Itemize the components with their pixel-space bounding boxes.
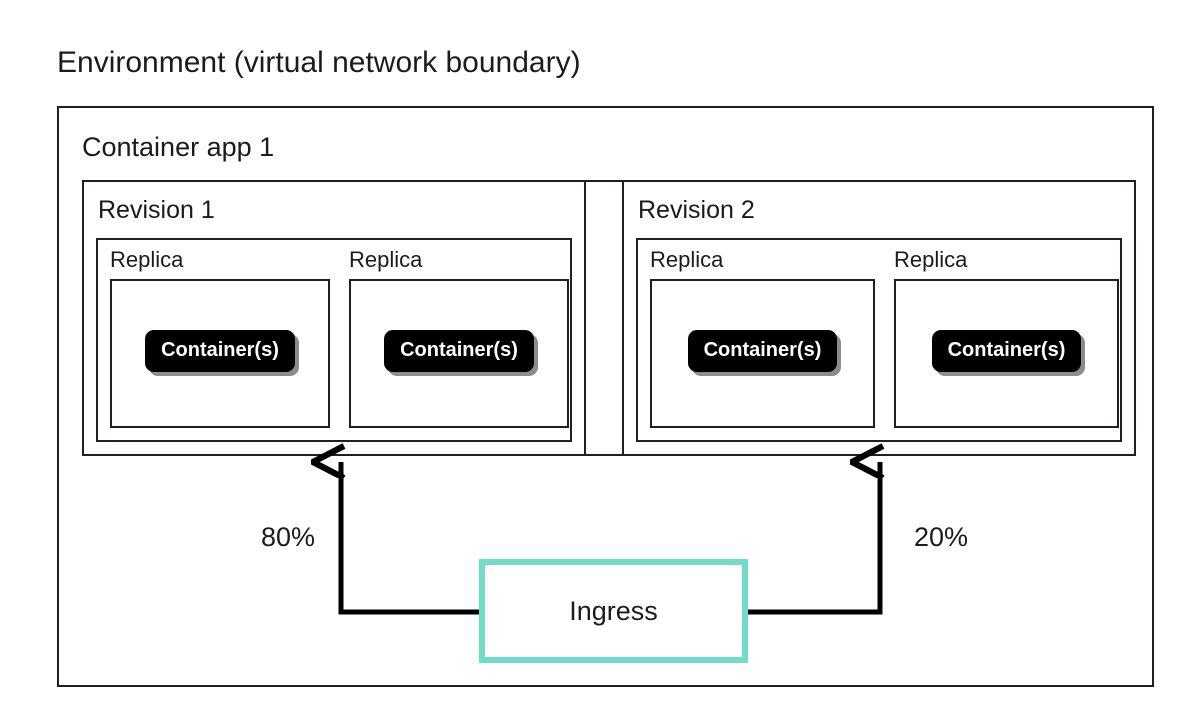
traffic-percent-revision-1: 80%	[261, 522, 316, 552]
container-pill: Container(s)	[145, 329, 295, 372]
replica-label: Replica	[894, 247, 968, 272]
revision-2-title: Revision 2	[638, 196, 755, 224]
revision-2-replica-1: Replica Container(s)	[642, 246, 883, 434]
revision-1-box: Revision 1 Replica Container(s) Replica …	[82, 180, 586, 456]
replica-inner-box: Container(s)	[650, 279, 875, 428]
traffic-percent-revision-2: 20%	[914, 522, 969, 552]
revision-1-replica-group: Replica Container(s) Replica Container(s…	[96, 238, 572, 442]
container-pill: Container(s)	[931, 329, 1082, 372]
ingress-label: Ingress	[569, 596, 658, 626]
replica-inner-box: Container(s)	[110, 279, 330, 428]
revision-2-replica-2: Replica Container(s)	[886, 246, 1127, 434]
container-pill: Container(s)	[384, 329, 534, 372]
revision-1-title: Revision 1	[98, 196, 215, 224]
container-app-title: Container app 1	[82, 132, 275, 162]
replica-inner-box: Container(s)	[349, 279, 569, 428]
container-pill: Container(s)	[687, 329, 838, 372]
environment-caption: Environment (virtual network boundary)	[57, 46, 581, 79]
replica-inner-box: Container(s)	[894, 279, 1119, 428]
revision-1-replica-1: Replica Container(s)	[102, 246, 338, 434]
revision-2-box: Revision 2 Replica Container(s) Replica …	[622, 180, 1136, 456]
ingress-box: Ingress	[479, 559, 748, 663]
replica-label: Replica	[110, 247, 184, 272]
revision-2-replica-group: Replica Container(s) Replica Container(s…	[636, 238, 1122, 442]
replica-label: Replica	[349, 247, 423, 272]
revision-1-replica-2: Replica Container(s)	[341, 246, 577, 434]
replica-label: Replica	[650, 247, 724, 272]
